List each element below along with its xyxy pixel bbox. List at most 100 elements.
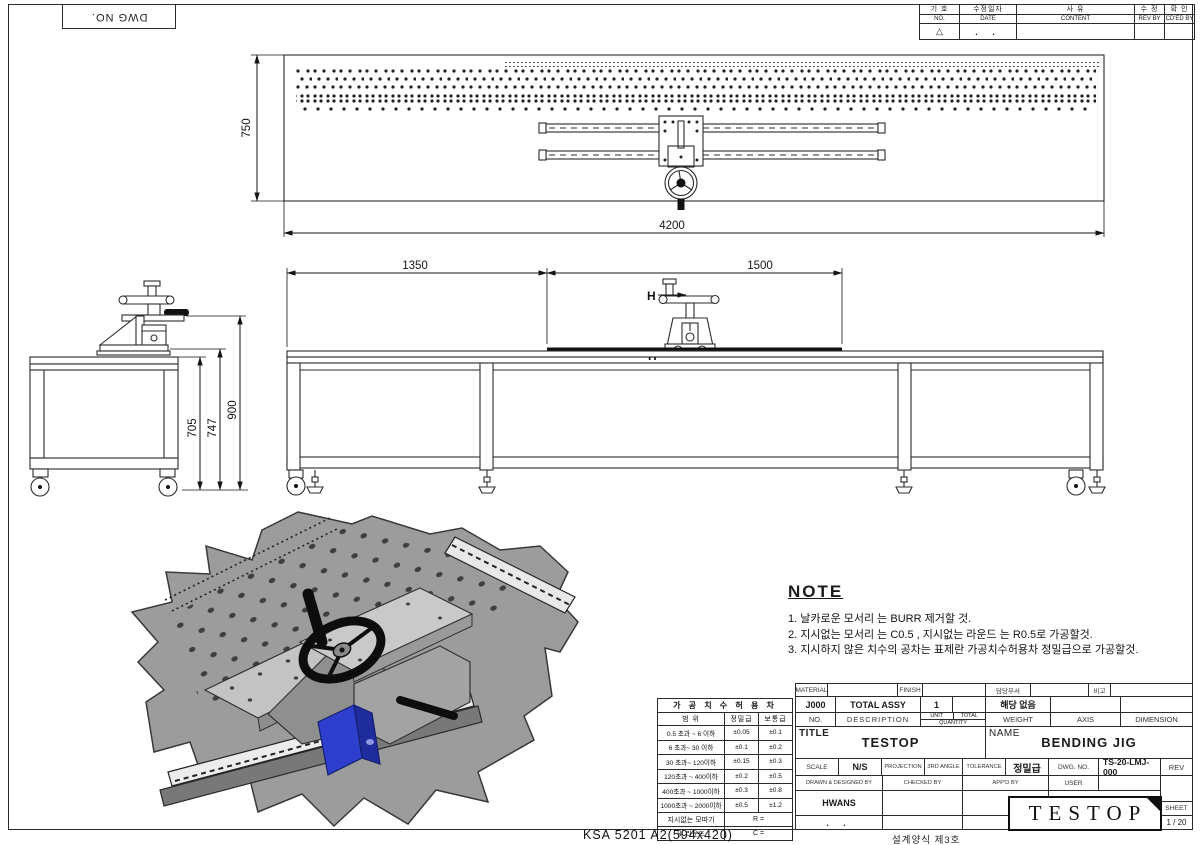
logo-corner-triangle [1146,797,1161,812]
dim-4200: 4200 [283,201,1105,237]
name-cell: NAME BENDING JIG [985,726,1193,759]
company-logo: TESTOP [1008,796,1162,831]
front-view-feet [286,469,1106,496]
rev-label: REV [1160,758,1193,776]
tolerance-table: 가 공 치 수 허 용 차 범 위 정밀급 보통급 0.5 초과 ~ 6 이하±… [657,698,793,841]
weight-value: 해당 없음 [985,696,1051,713]
weight-label: WEIGHT [985,712,1051,727]
sheet-border-frame [8,4,1193,830]
svg-text:1500: 1500 [747,260,773,272]
part-desc: TOTAL ASSY [835,696,921,713]
dim-747: 747 [170,348,226,491]
iso-wheel-knob [302,588,328,648]
drawn-value: HWANS [795,790,883,816]
dwg-no-label: DWG NO. [90,10,148,23]
sheet-value: 1 / 20 [1160,815,1193,830]
quantity-header: UNIT TOTAL QUANTITY [920,712,986,727]
part-no: J000 [795,696,836,713]
tolerance-table-title: 가 공 치 수 허 용 차 [657,698,793,713]
iso-rail-upper [444,536,576,614]
note-item-2: 2. 지시없는 모서리 는 C0.5 , 지시없는 라운드 는 R0.5로 가공… [788,628,1093,641]
svg-text:747: 747 [207,418,219,437]
projection-label: PROJECTION [881,758,925,776]
title-cell: TITLE TESTOP [795,726,986,759]
svg-text:1350: 1350 [402,260,428,272]
note-item-1: 1. 날카로운 모서리 는 BURR 제거할 것. [788,613,972,625]
iso-blue-block [317,704,381,776]
rev-col-no: 기 호 [930,6,949,13]
axis-label: AXIS [1050,712,1121,727]
material-label: MATERIAL [795,683,828,697]
dim-1500: 1500 [546,260,843,344]
checked-value [882,790,963,816]
form-number-text: 설계양식 제3호 [892,835,961,845]
rev-col-cdedby: 확 인 [1170,6,1189,13]
dim-1350: 1350 [286,260,548,347]
side-view-casters [30,468,178,497]
revision-mark: △ [919,23,960,40]
part-qty-unit: 1 [920,696,953,713]
top-view: 750 4200 [241,54,1105,237]
rev-value [1160,775,1193,802]
sheet-format-text: KSA 5201 A2(594x420) [583,828,733,842]
axis-value [1050,696,1121,713]
title-value: TESTOP [861,735,920,750]
remark-label: 비고 [1088,683,1111,697]
front-rail-strip [547,347,842,352]
dept-value [1030,683,1089,697]
section-arrow-h-top: H [647,289,687,303]
side-view: 705 747 900 [29,280,248,497]
drawn-date: . . [795,815,883,830]
scale-label: SCALE [795,758,839,776]
rev-col-date: 수정일자 [973,6,1003,13]
appd-label: APP'D BY [962,775,1049,791]
svg-text:750: 750 [241,118,253,137]
side-view-jig [96,280,189,356]
dwg-no-box: DWG NO. [62,4,176,29]
no-label: NO. [795,712,836,727]
iso-view [130,511,579,828]
front-view: H H [286,260,1106,496]
tolerance-value: 정밀급 [1005,758,1049,776]
tolerance-label: TOLERANCE [962,758,1006,776]
name-value: BENDING JIG [1041,735,1137,750]
top-view-handwheel [664,166,698,210]
finish-label: FINISH [897,683,923,697]
description-label: DESCRIPTION [835,712,921,727]
front-view-legs [286,362,1104,471]
table-hole-pattern [296,68,1096,115]
front-view-jig [658,278,720,355]
remark-value [1110,683,1193,697]
scale-value: N/S [838,758,882,776]
material-value [827,683,898,697]
finish-value [922,683,986,697]
dwgno-label: DWG. NO. [1048,758,1099,776]
note-item-3: 3. 지시하지 않은 치수의 공차는 표제란 가공치수허용차 정밀급으로 가공할… [788,644,1139,656]
drawn-label: DRAWN & DESIGNED BY [795,775,883,791]
rev-col-content: 사 유 [1066,6,1085,13]
iso-handwheel [298,616,386,684]
title-block: MATERIAL FINISH 담당부서 비고 J000 TOTAL ASSY … [795,683,1193,831]
top-view-carriage [658,115,704,210]
iso-handle-rod [396,696,458,720]
user-value [1098,775,1161,791]
rev-col-revby: 수 정 [1140,6,1159,13]
svg-text:705: 705 [187,418,199,437]
dimension-value [1120,696,1193,713]
dept-label: 담당부서 [985,683,1031,697]
note-block: NOTE 1. 날카로운 모서리 는 BURR 제거할 것. 2. 지시없는 모… [788,582,1188,659]
revision-date: . . [959,23,1017,40]
dim-705: 705 [178,356,248,491]
dim-750: 750 [241,54,284,202]
sheet-label: SHEET [1160,801,1193,816]
user-label: USER [1048,775,1099,791]
dimension-label: DIMENSION [1120,712,1193,727]
note-title: NOTE [788,582,844,601]
svg-text:4200: 4200 [659,220,685,232]
svg-text:H: H [647,289,656,303]
dim-900: 900 [186,315,246,491]
top-view-rails [538,122,886,161]
